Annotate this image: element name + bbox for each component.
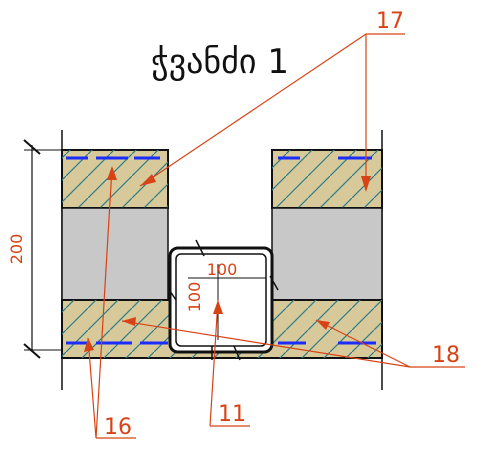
callout-16: 16 — [104, 415, 132, 440]
left-insulation — [61, 207, 169, 301]
dim-tick-bottom — [23, 343, 41, 359]
callout-11: 11 — [218, 402, 246, 427]
drawing-title: ჭვანძი 1 — [151, 42, 289, 82]
leader-arrowheads — [84, 166, 371, 352]
tube-fixings — [167, 239, 279, 361]
leader-lines — [87, 33, 465, 439]
tube-width-label: 100 — [207, 260, 238, 279]
overall-height-label: 200 — [7, 234, 26, 265]
right-insulation — [271, 207, 383, 301]
steel-tube-outer — [168, 246, 274, 354]
dim-tick-top — [23, 139, 41, 155]
callout-17: 17 — [376, 9, 404, 34]
tube-height-label: 100 — [185, 282, 204, 313]
callout-18: 18 — [432, 343, 460, 368]
